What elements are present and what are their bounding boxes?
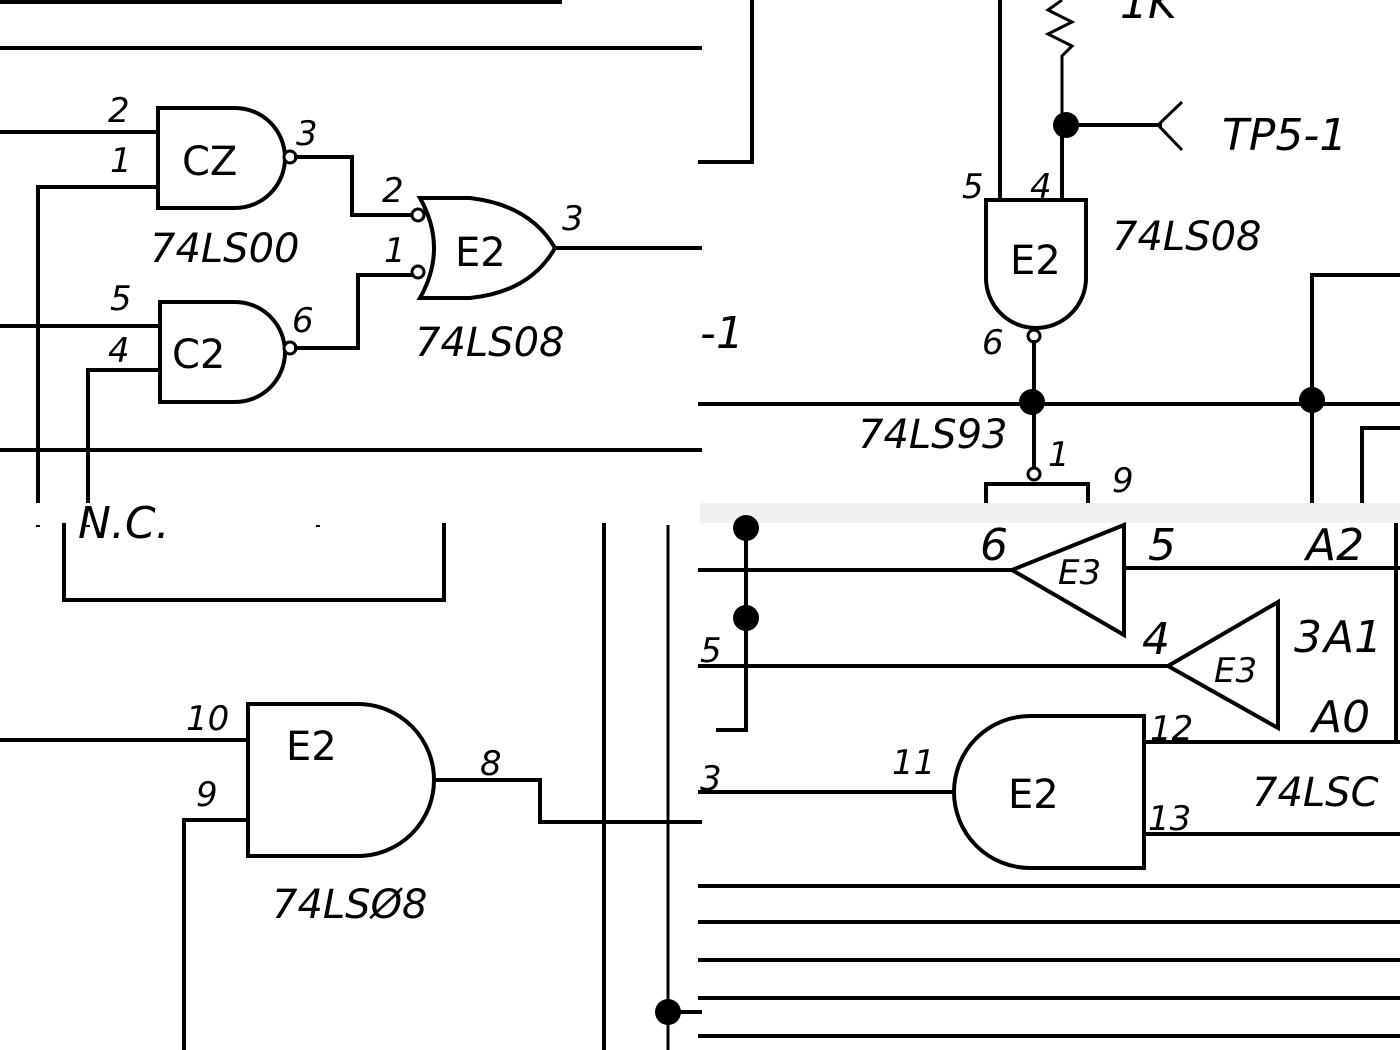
pin-number: 4 xyxy=(1142,614,1170,665)
nand-gate-c2-bottom xyxy=(158,300,287,404)
pin-number: 11 xyxy=(892,743,935,783)
chip-label: 74LSC xyxy=(1252,770,1379,816)
gate-label: E2 xyxy=(1010,238,1061,284)
resistor-label: 1K xyxy=(1120,0,1180,29)
address-label: A1 xyxy=(1321,612,1382,663)
wire xyxy=(294,155,414,217)
pin-number: 3 xyxy=(296,114,318,154)
pin-number: 2 xyxy=(108,91,130,131)
resistor-symbol xyxy=(1044,0,1076,125)
inversion-bubble xyxy=(410,264,426,280)
pin-number: 1 xyxy=(110,141,132,181)
panel-top-left: CZ 2 1 3 74LS00 C2 5 4 6 E2 2 1 3 74LS08 xyxy=(0,0,754,527)
pin-number: 3 xyxy=(1294,612,1322,663)
pin-number: 8 xyxy=(480,744,502,784)
buffer-e3-top xyxy=(1007,522,1126,639)
gate-label: C2 xyxy=(172,332,225,378)
chip-label: 74LS00 xyxy=(150,226,299,272)
pin-number: 5 xyxy=(700,631,722,671)
panel-bottom-left: N.C. E2 10 9 8 74LSØ8 xyxy=(0,498,702,1050)
chip-label: 74LS08 xyxy=(1112,214,1261,260)
testpoint-label: TP5-1 xyxy=(1222,110,1347,161)
chip-label: 74LSØ8 xyxy=(272,882,428,928)
pin-number: 5 xyxy=(110,279,132,319)
junction-dot xyxy=(1019,389,1045,415)
pin-number: 5 xyxy=(962,167,984,207)
pin-number: 1 xyxy=(384,231,406,271)
pin-number: 13 xyxy=(1148,799,1191,839)
pin-number: 6 xyxy=(982,323,1004,363)
pin-number: 6 xyxy=(980,520,1008,571)
pin-number: 3 xyxy=(562,199,584,239)
pin-number: 5 xyxy=(1148,520,1176,571)
inversion-bubble xyxy=(410,207,426,223)
pin-number: 4 xyxy=(108,331,130,371)
pin-number: 9 xyxy=(196,775,218,815)
wire xyxy=(86,368,162,527)
inversion-bubble xyxy=(1026,466,1042,482)
panel-bottom-right: 5 3 E3 6 5 A2 E3 4 3 A1 A0 E2 11 12 13 7… xyxy=(698,515,1400,1038)
pin-number: 4 xyxy=(1030,167,1052,207)
gate-label: E3 xyxy=(1058,553,1101,593)
gate-label: E2 xyxy=(286,724,337,770)
address-label: A0 xyxy=(1309,692,1370,743)
wire xyxy=(432,778,702,824)
partial-text: N.C. xyxy=(78,498,170,549)
wire xyxy=(1360,426,1400,507)
buffer-e3-bottom xyxy=(1163,598,1280,732)
pin-number: 6 xyxy=(292,301,314,341)
wire xyxy=(1310,273,1400,507)
gate-label: E3 xyxy=(1214,651,1257,691)
chip-outline xyxy=(984,482,1090,507)
partial-label: -1 xyxy=(700,308,744,359)
chip-label: 74LS93 xyxy=(858,412,1007,458)
address-label: A2 xyxy=(1303,520,1364,571)
testpoint-arrow xyxy=(1155,100,1184,152)
or-gate-e2 xyxy=(416,196,558,300)
pin-number: 10 xyxy=(186,699,229,739)
nand-gate-e2-vertical xyxy=(984,198,1088,330)
pin-number: 3 xyxy=(700,759,722,799)
pin-number: 1 xyxy=(1048,435,1070,475)
and-gate-e2 xyxy=(246,702,436,858)
panel-top-right: 1K TP5-1 E2 5 4 6 74LS08 74LS93 1 9 -1 xyxy=(698,0,1400,507)
wire xyxy=(716,526,748,732)
pin-number: 12 xyxy=(1150,709,1193,749)
gate-label: CZ xyxy=(182,139,237,185)
wire xyxy=(698,0,754,164)
wire xyxy=(182,818,250,1050)
wire xyxy=(62,523,446,602)
pin-number: 2 xyxy=(382,171,404,211)
wire xyxy=(36,185,160,527)
chip-label: 74LS08 xyxy=(415,320,564,366)
gate-label: E2 xyxy=(1008,772,1059,818)
gate-label: E2 xyxy=(455,230,506,276)
wire xyxy=(294,273,414,350)
pin-number: 9 xyxy=(1112,461,1134,501)
and-gate-e2-left xyxy=(952,714,1146,870)
